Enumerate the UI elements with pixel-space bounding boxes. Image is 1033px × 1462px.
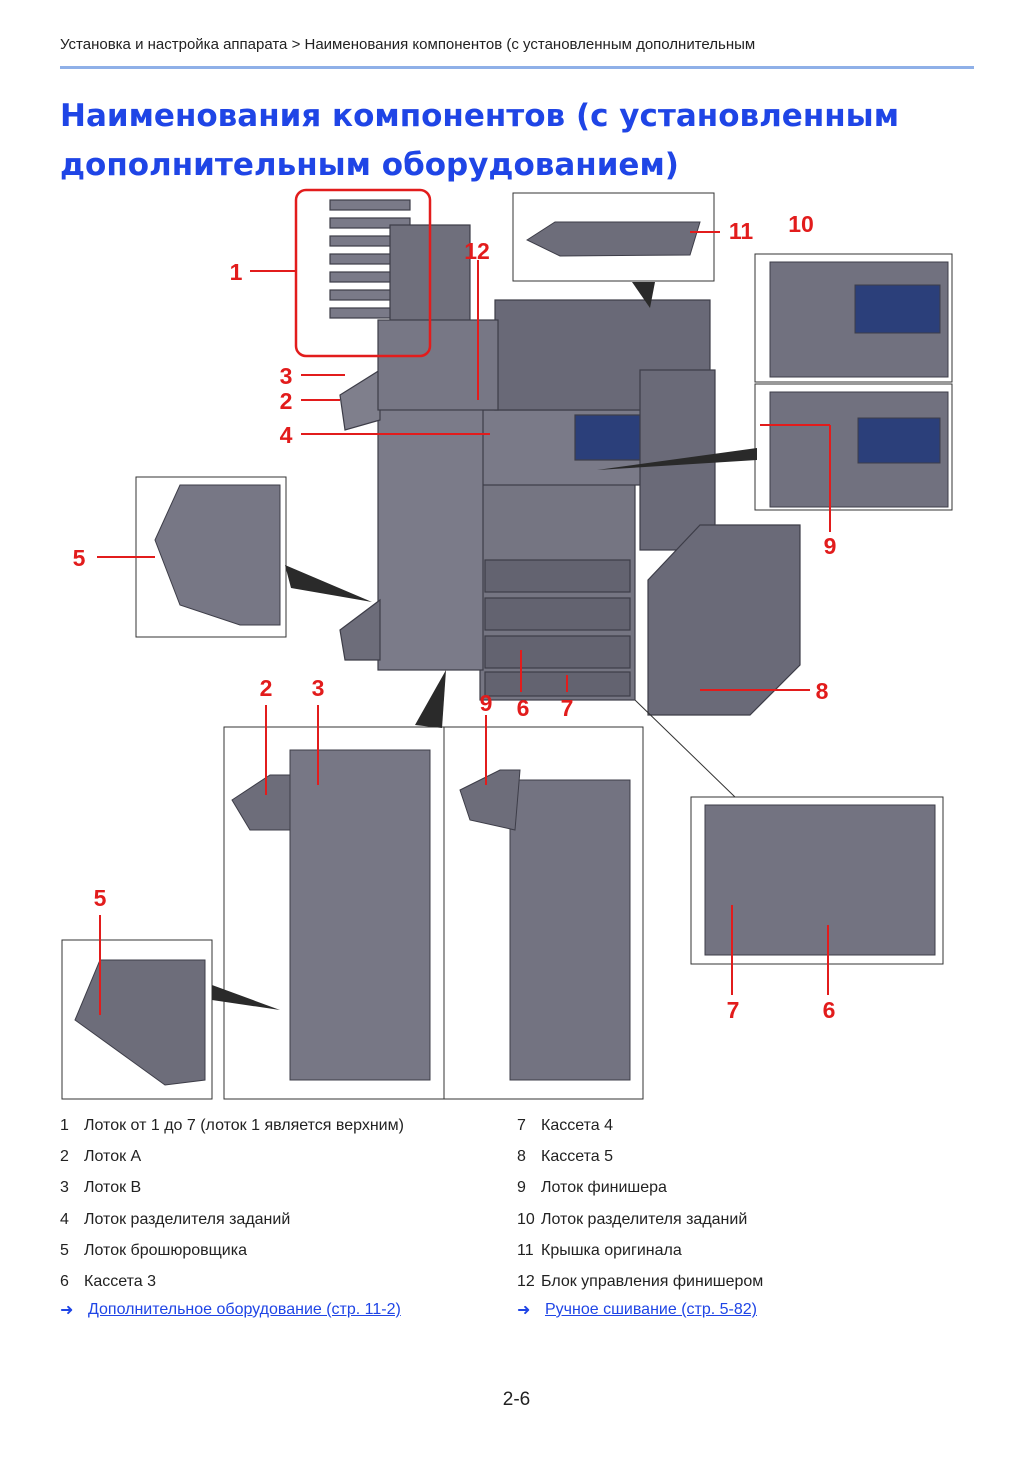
legend-number: 5: [60, 1241, 69, 1259]
arrow-right-icon: ➜: [60, 1302, 74, 1319]
legend-item: 9 Лоток финишера: [517, 1172, 763, 1203]
legend-number: 11: [517, 1241, 534, 1259]
legend-text: Лоток от 1 до 7 (лоток 1 является верхни…: [84, 1117, 404, 1134]
legend-left: 1 Лоток от 1 до 7 (лоток 1 является верхн…: [60, 1110, 404, 1297]
page-number: 2-6: [502, 1389, 531, 1410]
legend-item: 8 Кассета 5: [517, 1141, 763, 1172]
header-divider: [60, 66, 974, 69]
callout-label: 5: [94, 885, 107, 911]
callout-label: 2: [260, 675, 273, 701]
legend-number: 3: [60, 1179, 69, 1197]
legend-item: 7 Кассета 4: [517, 1110, 763, 1141]
callout-label: 1: [230, 259, 243, 285]
legend-number: 12: [517, 1273, 535, 1291]
callout-label: 12: [464, 238, 490, 264]
callout-label: 3: [280, 363, 293, 389]
arrow-right-icon: ➜: [517, 1302, 531, 1319]
legend-item: 6 Кассета 3: [60, 1266, 404, 1297]
legend-text: Крышка оригинала: [541, 1241, 682, 1259]
legend-item: 12 Блок управления финишером: [517, 1266, 763, 1297]
legend-number: 9: [517, 1179, 526, 1197]
legend-text: Лоток финишера: [541, 1179, 667, 1197]
callout-label: 3: [312, 675, 325, 701]
optional-equipment-link[interactable]: Дополнительное оборудование (стр. 11-2): [88, 1301, 401, 1318]
reference-link-row: ➜ Ручное сшивание (стр. 5-82): [517, 1300, 757, 1320]
legend-item: 11 Крышка оригинала: [517, 1235, 763, 1266]
legend-number: 8: [517, 1148, 526, 1166]
breadcrumb: Установка и настройка аппарата > Наимено…: [60, 36, 756, 53]
callout-label: 11: [729, 218, 754, 244]
callout-label: 8: [816, 678, 829, 704]
legend-text: Лоток брошюровщика: [84, 1241, 247, 1259]
legend-item: 1 Лоток от 1 до 7 (лоток 1 является верхн…: [60, 1110, 404, 1141]
legend-item: 2 Лоток A: [60, 1141, 404, 1172]
device-illustration: 1 12 11 10 3 2 4 5 9 8 2 3 9 6 7 5 7 6: [61, 188, 953, 1100]
legend-right: 7 Кассета 4 8 Кассета 5 9 Лоток финишера 10…: [517, 1110, 763, 1297]
legend-text: Кассета 3: [84, 1273, 156, 1291]
legend-number: 10: [517, 1210, 535, 1228]
callout-label: 7: [561, 695, 574, 721]
legend-text: Лоток разделителя заданий: [84, 1210, 291, 1228]
legend-number: 7: [517, 1117, 526, 1134]
callout-label: 6: [517, 695, 530, 721]
callout-label: 2: [280, 388, 293, 414]
legend-text: Блок управления финишером: [541, 1273, 764, 1291]
legend-item: 5 Лоток брошюровщика: [60, 1235, 404, 1266]
legend-item: 3 Лоток B: [60, 1172, 404, 1203]
callout-label: 6: [823, 997, 836, 1023]
legend-text: Кассета 5: [541, 1148, 613, 1166]
legend-number: 4: [60, 1210, 69, 1228]
legend-number: 6: [60, 1273, 69, 1291]
callout-label: 9: [480, 690, 493, 716]
legend-item: 10 Лоток разделителя заданий: [517, 1204, 763, 1235]
callout-label: 7: [727, 997, 740, 1023]
legend-text: Кассета 4: [541, 1117, 613, 1134]
callout-label: 10: [788, 211, 814, 237]
legend-number: 1: [60, 1117, 69, 1134]
legend-text: Лоток B: [84, 1179, 142, 1197]
callout-label: 4: [280, 422, 293, 448]
page-title: Наименования компонентов (с установленны…: [60, 98, 900, 183]
legend-text: Лоток разделителя заданий: [541, 1210, 748, 1228]
legend-item: 4 Лоток разделителя заданий: [60, 1204, 404, 1235]
callout-label: 9: [824, 533, 837, 559]
reference-link-row: ➜ Дополнительное оборудование (стр. 11-2…: [60, 1300, 401, 1320]
manual-stapling-link[interactable]: Ручное сшивание (стр. 5-82): [545, 1301, 757, 1318]
legend-number: 2: [60, 1148, 69, 1166]
callout-label: 5: [73, 545, 86, 571]
legend-text: Лоток A: [84, 1148, 142, 1166]
